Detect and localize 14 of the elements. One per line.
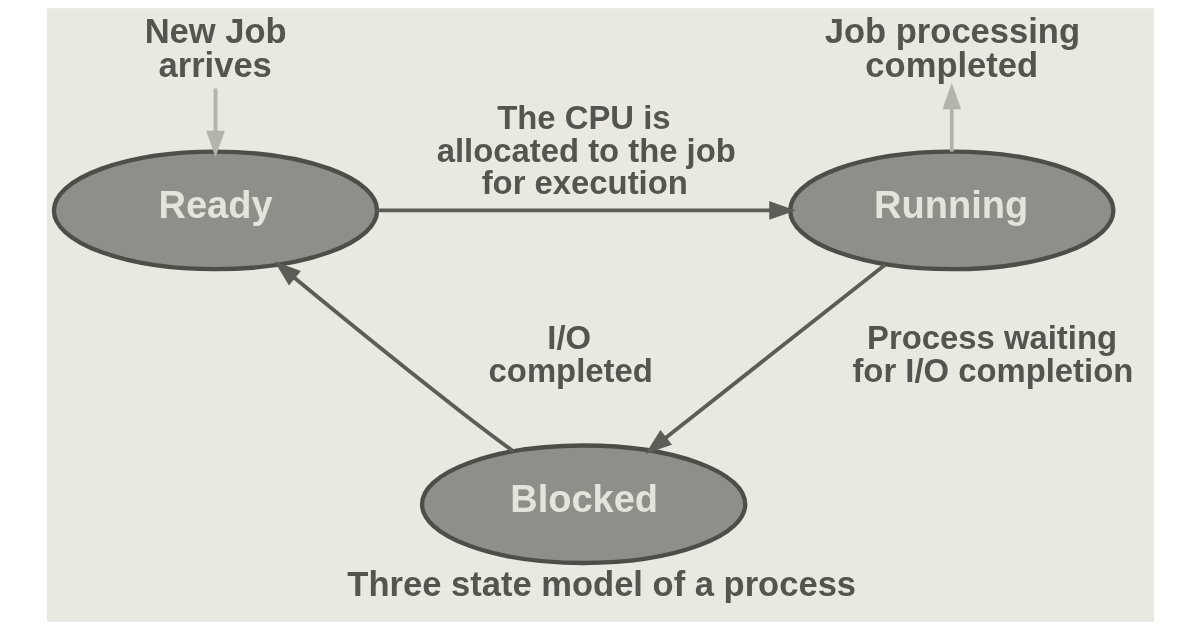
caption: Three state model of a process [346,564,856,603]
node-text: Job processing completed [824,11,1080,85]
arrow [205,88,225,158]
edge-label: The CPU is allocated to the job for execution [436,98,736,202]
node-text: New Job arrives [144,11,287,85]
arrow [273,261,514,453]
arrow [644,263,886,454]
arrow [941,82,961,152]
edge-label: Process waiting for I/O completion [851,319,1133,389]
arrow [377,201,796,220]
node-ellipse: Blocked [419,443,747,566]
node-ellipse: Ready [51,149,379,272]
node-ellipse: Running [787,149,1116,272]
edge-label: I/O completed [488,319,653,389]
